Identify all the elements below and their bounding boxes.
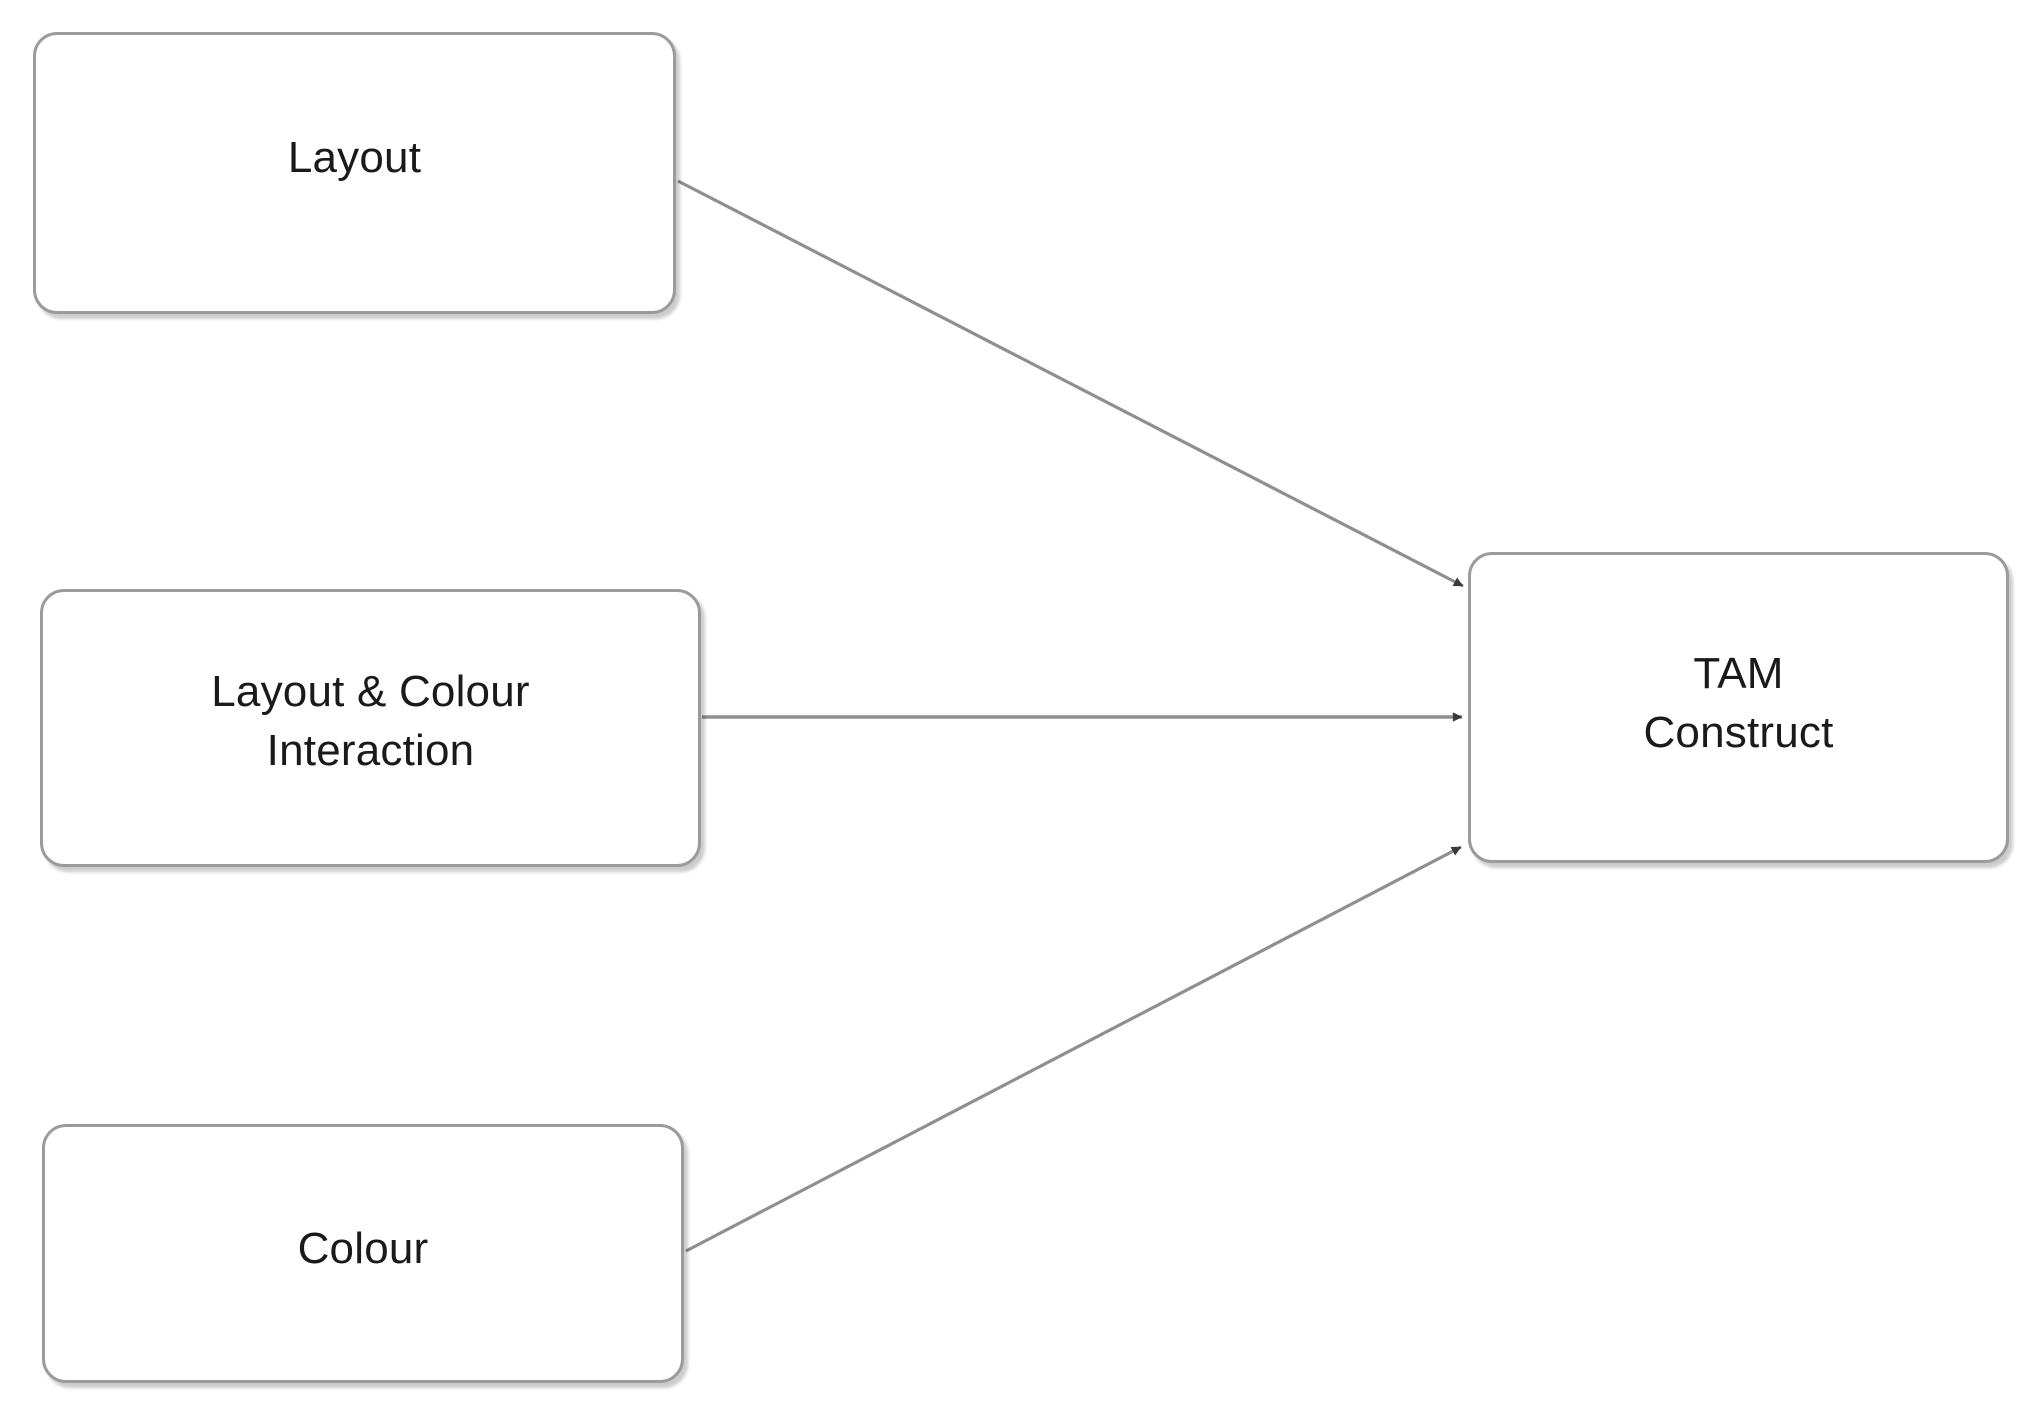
edge-layout-to-tam [677,179,1464,588]
node-layout-colour-interaction-label: Layout & Colour Interaction [211,667,530,775]
node-tam-construct-label: TAM Construct [1643,648,1834,757]
node-layout-colour-interaction[interactable]: Layout & Colour Interaction [40,589,701,867]
node-colour-label: Colour [297,1224,429,1274]
node-tam-construct[interactable]: TAM Construct [1468,552,2009,863]
node-colour[interactable]: Colour [42,1124,684,1383]
node-layout[interactable]: Layout [33,32,676,314]
edge-colour-to-tam [685,845,1462,1253]
node-layout-label: Layout [287,132,422,182]
